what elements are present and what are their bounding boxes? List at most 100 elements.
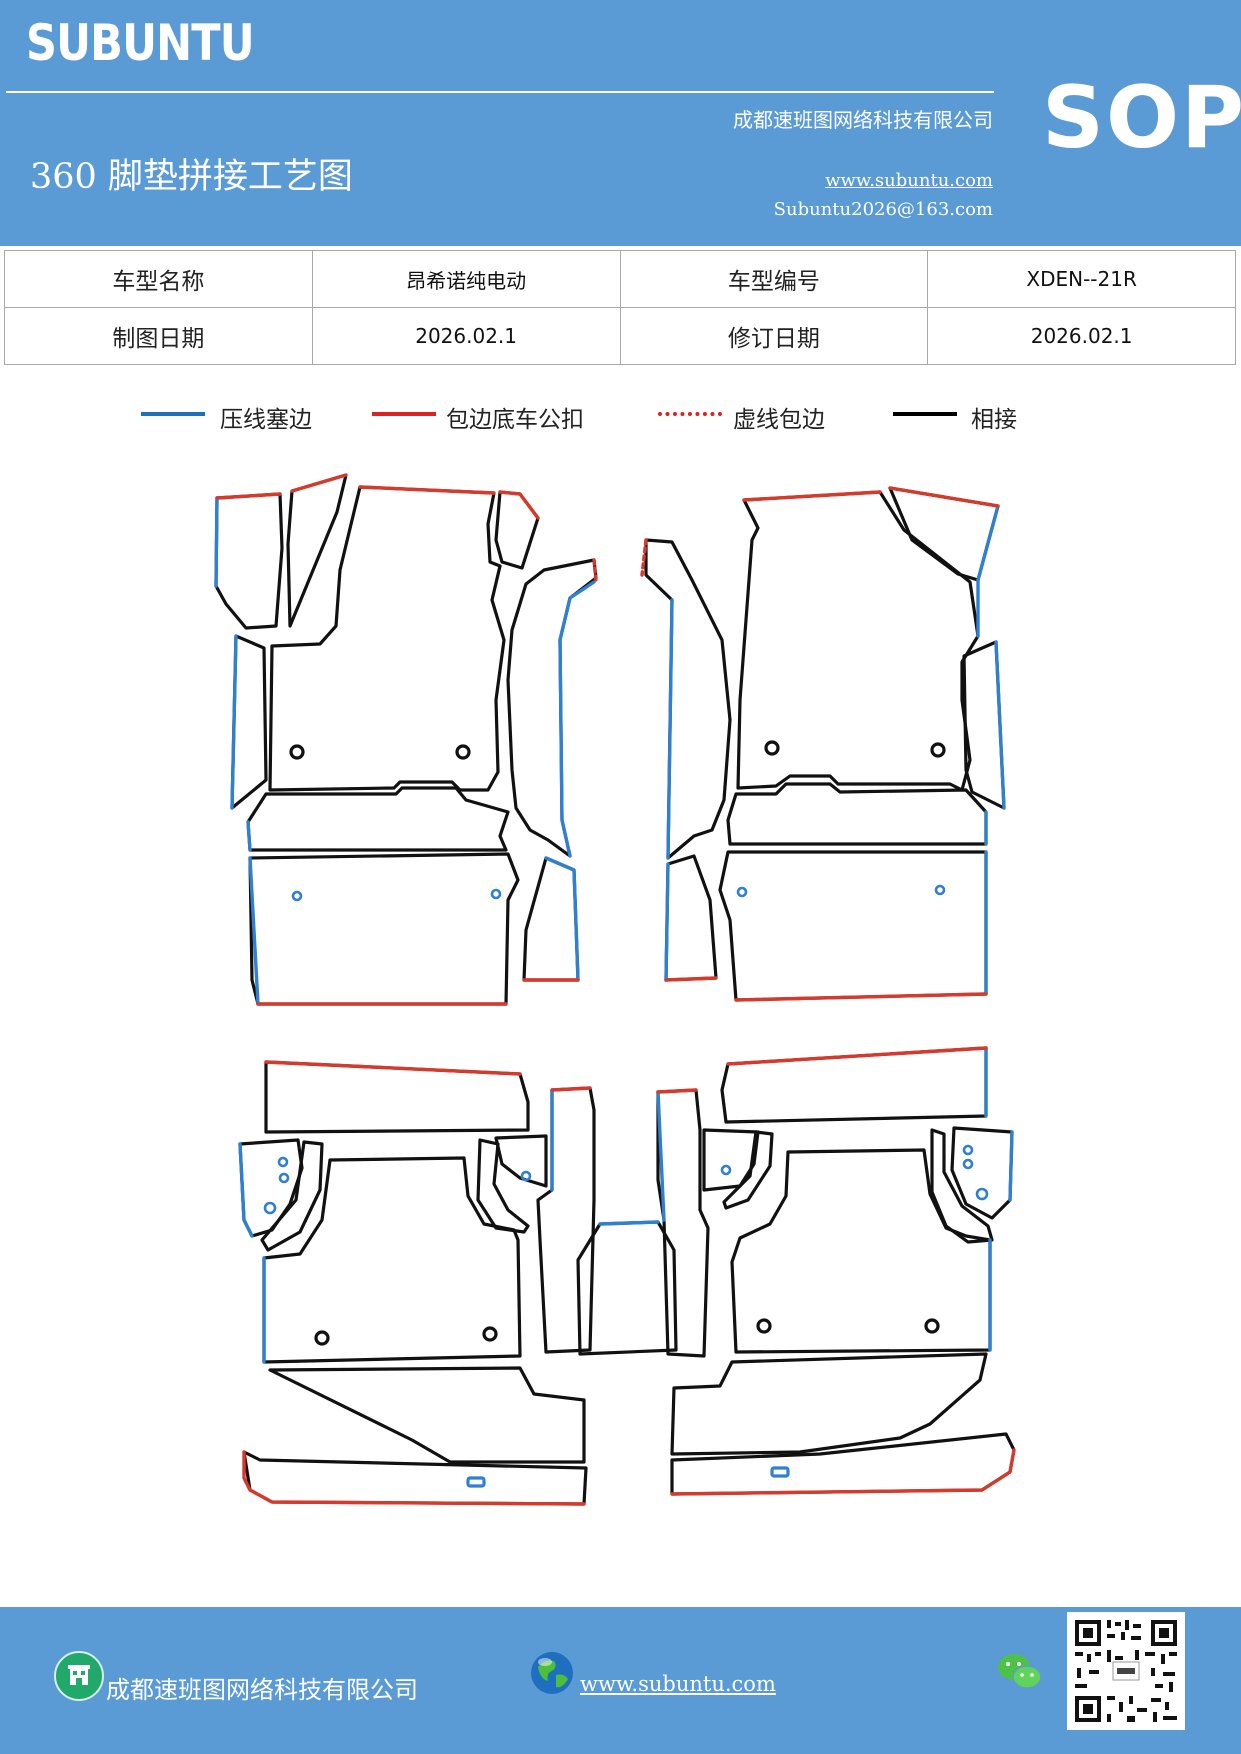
red-edge	[888, 486, 1000, 508]
mat-hole	[764, 740, 780, 756]
red-edge	[734, 992, 988, 1002]
blue-edge	[238, 1142, 254, 1238]
red-edge	[290, 473, 348, 493]
footer-company-name: 成都速班图网络科技有限公司	[106, 1676, 418, 1704]
clip-hole	[962, 1144, 974, 1156]
red-edge	[550, 1086, 592, 1092]
mat-piece	[260, 1140, 324, 1252]
mat-piece	[644, 538, 732, 860]
mat-piece	[736, 490, 980, 792]
clip-hole	[520, 1170, 532, 1182]
legend-label-press-line: 压线塞边	[220, 407, 312, 433]
clip-hole	[934, 884, 946, 896]
mat-hole	[455, 744, 471, 760]
mat-piece	[214, 492, 284, 630]
mat-piece	[930, 1128, 994, 1244]
legend-label-dotted-wrap: 虚线包边	[733, 407, 825, 433]
legend-swatch-red-dotted	[658, 412, 722, 416]
mat-piece	[656, 1088, 710, 1358]
blue-edge	[994, 640, 1006, 810]
mat-piece	[506, 558, 598, 858]
mat-slot	[466, 1476, 486, 1488]
mat-piece	[262, 1156, 522, 1364]
blue-edge	[246, 820, 252, 852]
blue-edge	[230, 634, 238, 810]
clip-hole	[263, 1201, 277, 1215]
red-edge	[726, 1046, 988, 1066]
table-row: 制图日期 2026.02.1 修订日期 2026.02.1	[4, 307, 1236, 365]
brand-logo: SUBUNTU	[26, 14, 255, 72]
sop-badge: SOP	[1042, 68, 1241, 168]
mat-piece	[720, 1046, 988, 1124]
clip-hole	[277, 1156, 289, 1168]
legend-swatch-blue	[141, 412, 205, 416]
mat-hole	[924, 1318, 940, 1334]
globe-icon	[528, 1649, 576, 1697]
draw-date-value: 2026.02.1	[311, 307, 621, 365]
clip-hole	[291, 890, 303, 902]
clip-hole	[278, 1172, 290, 1184]
draw-date-label: 制图日期	[4, 307, 313, 365]
mat-piece	[268, 1366, 586, 1464]
table-row: 车型名称 昂希诺纯电动 车型编号 XDEN--21R	[4, 250, 1236, 308]
wechat-icon	[996, 1650, 1044, 1694]
footer-website-link[interactable]: www.subuntu.com	[580, 1672, 776, 1696]
mat-hole	[930, 742, 946, 758]
blue-edge	[544, 856, 580, 982]
mat-hole	[756, 1318, 772, 1334]
red-edge	[664, 976, 718, 982]
blue-edge	[656, 1090, 666, 1222]
red-edge	[498, 490, 540, 520]
model-name-label: 车型名称	[4, 250, 313, 308]
clip-hole	[975, 1187, 989, 1201]
mat-piece	[670, 1432, 1016, 1496]
red-edge	[264, 1060, 522, 1076]
header-banner: SUBUNTU 成都速班图网络科技有限公司 360 脚垫拼接工艺图 www.su…	[0, 0, 1241, 246]
revise-date-value: 2026.02.1	[927, 307, 1236, 365]
mat-slot	[770, 1466, 790, 1478]
mat-piece	[536, 1086, 596, 1354]
blue-edge	[664, 862, 670, 982]
building-icon	[54, 1651, 104, 1701]
vehicle-info-table: 车型名称 昂希诺纯电动 车型编号 XDEN--21R 制图日期 2026.02.…	[4, 250, 1236, 365]
mat-hole	[482, 1326, 498, 1342]
dotted-red-edge	[640, 538, 648, 577]
red-edge	[670, 1448, 1016, 1496]
blue-edge	[666, 598, 674, 860]
website-link[interactable]: www.subuntu.com	[825, 170, 993, 191]
blue-edge	[214, 496, 219, 588]
mat-piece	[730, 1148, 992, 1354]
legend-label-wrap-buckle: 包边底车公扣	[446, 407, 584, 433]
blue-edge	[598, 1220, 660, 1226]
header-divider	[6, 91, 994, 93]
clip-hole	[720, 1164, 732, 1176]
revise-date-label: 修订日期	[619, 307, 929, 365]
model-code-value: XDEN--21R	[927, 250, 1236, 308]
mat-piece	[238, 1138, 304, 1238]
red-edge	[358, 485, 496, 495]
mat-piece	[722, 1130, 774, 1210]
mat-hole	[289, 744, 305, 760]
blue-edge	[1008, 1130, 1014, 1202]
legend-swatch-black	[893, 412, 957, 416]
mat-piece	[248, 852, 520, 1006]
mat-piece	[726, 782, 988, 846]
red-edge	[215, 492, 282, 500]
model-code-label: 车型编号	[619, 250, 929, 308]
red-edge	[242, 1450, 586, 1506]
mat-piece	[962, 640, 1006, 810]
blue-edge	[248, 856, 260, 1006]
legend-label-joint: 相接	[971, 407, 1017, 433]
clip-hole	[736, 886, 748, 898]
model-name-value: 昂希诺纯电动	[311, 250, 621, 308]
clip-hole	[490, 888, 502, 900]
mat-piece	[702, 1128, 760, 1192]
email-address: Subuntu2026@163.com	[773, 199, 993, 220]
qr-code[interactable]	[1067, 1612, 1185, 1730]
document-title: 360 脚垫拼接工艺图	[30, 157, 353, 197]
mat-piece	[242, 1450, 588, 1506]
floor-mat-diagram	[214, 473, 1016, 1506]
clip-hole	[962, 1158, 974, 1170]
mat-piece	[522, 856, 580, 982]
blue-edge	[976, 504, 1000, 582]
